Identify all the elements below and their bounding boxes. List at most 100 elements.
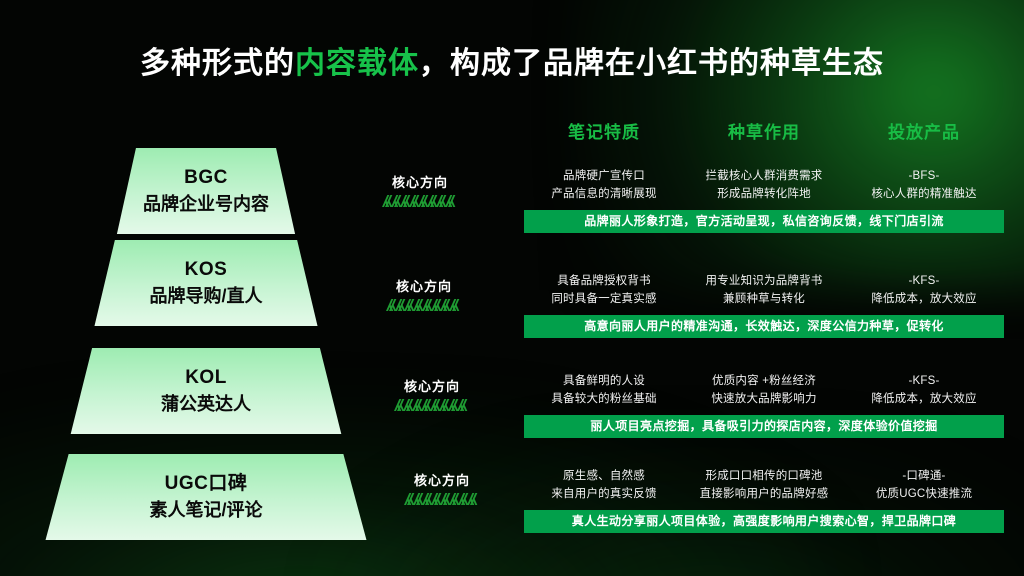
page-title: 多种形式的内容载体，构成了品牌在小红书的种草生态 <box>0 38 1024 82</box>
cell-line-2: 产品信息的清晰展现 <box>551 187 657 200</box>
detail-cell-ugc-ad-product: -口碑通- 优质UGC快速推流 <box>844 468 1004 504</box>
connector-kos-chevrons <box>344 296 504 314</box>
detail-row-kol-cells: 具备鲜明的人设 具备较大的粉丝基础 优质内容 +粉丝经济 快速放大品牌影响力 -… <box>524 373 1004 409</box>
connector-bgc-chevrons <box>340 192 500 210</box>
column-header-ad-product: 投放产品 <box>888 123 960 142</box>
connector-ugc-label: 核心方向 <box>413 473 470 488</box>
cell-line-1: -BFS- <box>908 170 940 182</box>
cell-line-2: 优质UGC快速推流 <box>875 487 973 500</box>
cell-line-1: 拦截核心人群消费需求 <box>705 170 823 182</box>
title-text-after: ，构成了品牌在小红书的种草生态 <box>419 47 884 80</box>
detail-row-ugc-summary-bar: 真人生动分享丽人项目体验，高强度影响用户搜索心智，捍卫品牌口碑 <box>524 509 1004 533</box>
chevron-right-icon <box>442 298 451 312</box>
detail-cell-kos-ad-product: -KFS- 降低成本，放大效应 <box>844 273 1004 309</box>
cell-line-1: 形成口口相传的口碑池 <box>705 470 823 482</box>
cell-line-1: -KFS- <box>908 275 940 287</box>
cell-line-1: 原生感、自然感 <box>563 470 645 482</box>
cell-line-1: 具备品牌授权背书 <box>557 275 651 287</box>
connector-bgc: 核心方向 <box>340 172 500 210</box>
background-glow-top-right <box>574 0 1024 290</box>
chevron-right-icon <box>397 298 406 312</box>
chevron-right-icon <box>414 398 423 412</box>
pyramid-tier-kos-subtitle: 品牌导购/直人 <box>149 285 263 306</box>
column-header-seeding-role: 种草作用 <box>728 123 800 142</box>
chevron-right-icon <box>424 298 433 312</box>
chevron-right-icon <box>442 492 451 506</box>
detail-cell-bgc-ad-product: -BFS- 核心人群的精准触达 <box>844 168 1004 204</box>
chevron-right-icon <box>405 398 414 412</box>
detail-cell-ugc-seeding-role: 形成口口相传的口碑池 直接影响用户的品牌好感 <box>684 468 844 504</box>
chevron-right-icon <box>384 194 393 208</box>
chevron-right-icon <box>424 492 433 506</box>
detail-cell-kol-note-traits: 具备鲜明的人设 具备较大的粉丝基础 <box>524 373 684 409</box>
detail-row-bgc-cells: 品牌硬广宣传口 产品信息的清晰展现 拦截核心人群消费需求 形成品牌转化阵地 -B… <box>524 168 1004 204</box>
chevron-right-icon <box>411 194 420 208</box>
pyramid-tier-bgc-title: BGC <box>184 166 228 188</box>
chevron-right-icon <box>433 298 442 312</box>
detail-cell-kos-note-traits: 具备品牌授权背书 同时具备一定真实感 <box>524 273 684 309</box>
cell-line-2: 具备较大的粉丝基础 <box>551 392 657 405</box>
chevron-right-icon <box>460 492 469 506</box>
cell-line-2: 降低成本，放大效应 <box>871 292 977 305</box>
connector-kos-label: 核心方向 <box>395 279 452 294</box>
pyramid-tier-ugc-title: UGC口碑 <box>164 472 248 494</box>
chevron-right-icon <box>388 298 397 312</box>
detail-cell-kol-ad-product: -KFS- 降低成本，放大效应 <box>844 373 1004 409</box>
connector-kol: 核心方向 <box>352 376 512 414</box>
content-pyramid: BGC 品牌企业号内容 KOS 品牌导购/直人 KOL 蒲公英达人 UGC口碑 … <box>36 148 376 548</box>
background-glow-bottom-center <box>330 436 1024 576</box>
cell-line-2: 来自用户的真实反馈 <box>551 487 657 500</box>
detail-cell-ugc-note-traits: 原生感、自然感 来自用户的真实反馈 <box>524 468 684 504</box>
chevron-right-icon <box>402 194 411 208</box>
chevron-right-icon <box>432 398 441 412</box>
chevron-right-icon <box>438 194 447 208</box>
chevron-right-icon <box>415 298 424 312</box>
detail-row-kol: 具备鲜明的人设 具备较大的粉丝基础 优质内容 +粉丝经济 快速放大品牌影响力 -… <box>524 373 1004 438</box>
pyramid-tier-ugc[interactable]: UGC口碑 素人笔记/评论 <box>45 454 367 540</box>
detail-cell-bgc-note-traits: 品牌硬广宣传口 产品信息的清晰展现 <box>524 168 684 204</box>
pyramid-tier-kol-subtitle: 蒲公英达人 <box>161 393 251 414</box>
chevron-right-icon <box>469 492 478 506</box>
pyramid-tier-kos-title: KOS <box>184 258 228 280</box>
detail-row-kol-summary-bar: 丽人项目亮点挖掘，具备吸引力的探店内容，深度体验价值挖掘 <box>524 414 1004 438</box>
pyramid-tier-kol[interactable]: KOL 蒲公英达人 <box>70 348 342 434</box>
chevron-right-icon <box>396 398 405 412</box>
chevron-right-icon <box>441 398 450 412</box>
connector-ugc-chevrons <box>362 490 522 508</box>
title-text-before: 多种形式的 <box>140 47 295 80</box>
cell-line-2: 同时具备一定真实感 <box>551 292 657 305</box>
chevron-right-icon <box>451 492 460 506</box>
column-header-note-traits: 笔记特质 <box>568 123 640 142</box>
connector-kol-chevrons <box>352 396 512 414</box>
chevron-right-icon <box>406 492 415 506</box>
pyramid-tier-ugc-subtitle: 素人笔记/评论 <box>149 499 263 520</box>
chevron-right-icon <box>420 194 429 208</box>
detail-cell-kos-seeding-role: 用专业知识为品牌背书 兼顾种草与转化 <box>684 273 844 309</box>
pyramid-tier-kos[interactable]: KOS 品牌导购/直人 <box>94 240 318 326</box>
detail-row-ugc: 原生感、自然感 来自用户的真实反馈 形成口口相传的口碑池 直接影响用户的品牌好感… <box>524 468 1004 533</box>
connector-bgc-label: 核心方向 <box>391 175 448 190</box>
chevron-right-icon <box>423 398 432 412</box>
title-text-accent: 内容载体 <box>295 47 419 80</box>
cell-line-2: 兼顾种草与转化 <box>723 292 805 305</box>
chevron-right-icon <box>459 398 468 412</box>
chevron-right-icon <box>429 194 438 208</box>
chevron-right-icon <box>406 298 415 312</box>
detail-row-ugc-cells: 原生感、自然感 来自用户的真实反馈 形成口口相传的口碑池 直接影响用户的品牌好感… <box>524 468 1004 504</box>
cell-line-2: 快速放大品牌影响力 <box>711 392 817 405</box>
cell-line-1: 用专业知识为品牌背书 <box>705 275 823 287</box>
connector-kol-label: 核心方向 <box>403 379 460 394</box>
detail-row-bgc-summary-bar: 品牌丽人形象打造，官方活动呈现，私信咨询反馈，线下门店引流 <box>524 209 1004 233</box>
cell-line-1: -口碑通- <box>902 470 946 482</box>
chevron-right-icon <box>451 298 460 312</box>
detail-row-kos-summary-bar: 高意向丽人用户的精准沟通，长效触达，深度公信力种草，促转化 <box>524 314 1004 338</box>
detail-row-bgc: 品牌硬广宣传口 产品信息的清晰展现 拦截核心人群消费需求 形成品牌转化阵地 -B… <box>524 168 1004 233</box>
detail-row-kos: 具备品牌授权背书 同时具备一定真实感 用专业知识为品牌背书 兼顾种草与转化 -K… <box>524 273 1004 338</box>
pyramid-tier-bgc[interactable]: BGC 品牌企业号内容 <box>116 148 296 234</box>
detail-cell-kol-seeding-role: 优质内容 +粉丝经济 快速放大品牌影响力 <box>684 373 844 409</box>
pyramid-tier-kol-title: KOL <box>185 366 227 388</box>
chevron-right-icon <box>450 398 459 412</box>
chevron-right-icon <box>433 492 442 506</box>
chevron-right-icon <box>393 194 402 208</box>
cell-line-1: 具备鲜明的人设 <box>563 375 645 387</box>
